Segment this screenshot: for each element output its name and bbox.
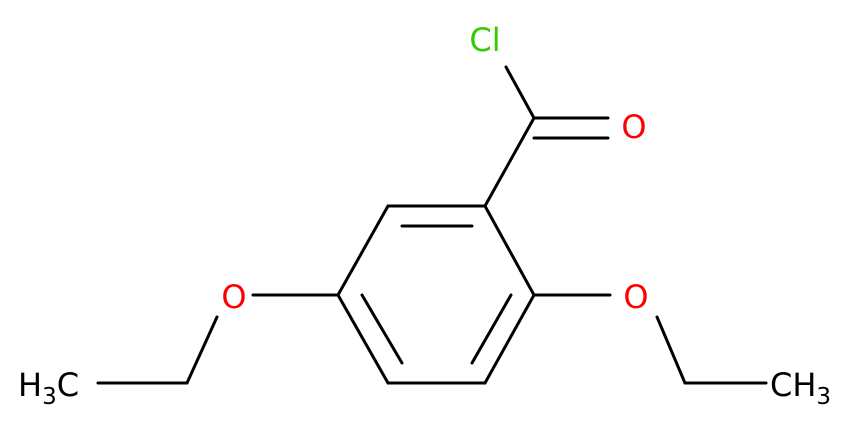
chlorine-label: Cl (469, 21, 500, 59)
ring-bond-upper-left (336, 204, 390, 297)
bond-carbonyl-chlorine (504, 65, 536, 120)
ring-bond-lower-left-inner (360, 293, 404, 365)
bond-oxygen-ch2-right (655, 315, 687, 385)
methyl-right-label: CH3 (770, 366, 831, 410)
methyl-left-subscript: 3 (42, 384, 57, 410)
ether-oxygen-right-label: O (623, 278, 648, 316)
methyl-left-suffix: C (57, 366, 79, 404)
methyl-left-label: H3C (18, 366, 79, 410)
ring-bond-lower-right (483, 293, 536, 385)
bond-ring-carbonyl (483, 116, 536, 208)
ring-bond-lower-left (336, 293, 390, 385)
methyl-right-prefix: CH (770, 366, 816, 404)
ring-bond-lower-right-inner (470, 293, 513, 365)
ether-oxygen-left-label: O (221, 278, 246, 316)
methyl-right-subscript: 3 (816, 384, 831, 410)
ring-bond-upper-right (483, 204, 536, 297)
carbonyl-oxygen-label: O (621, 108, 646, 146)
bond-oxygen-ch2-left (185, 315, 219, 385)
bonds (96, 65, 768, 385)
atom-labels: Cl O O O H3C CH3 (18, 21, 831, 410)
methyl-left-prefix: H (18, 366, 42, 404)
